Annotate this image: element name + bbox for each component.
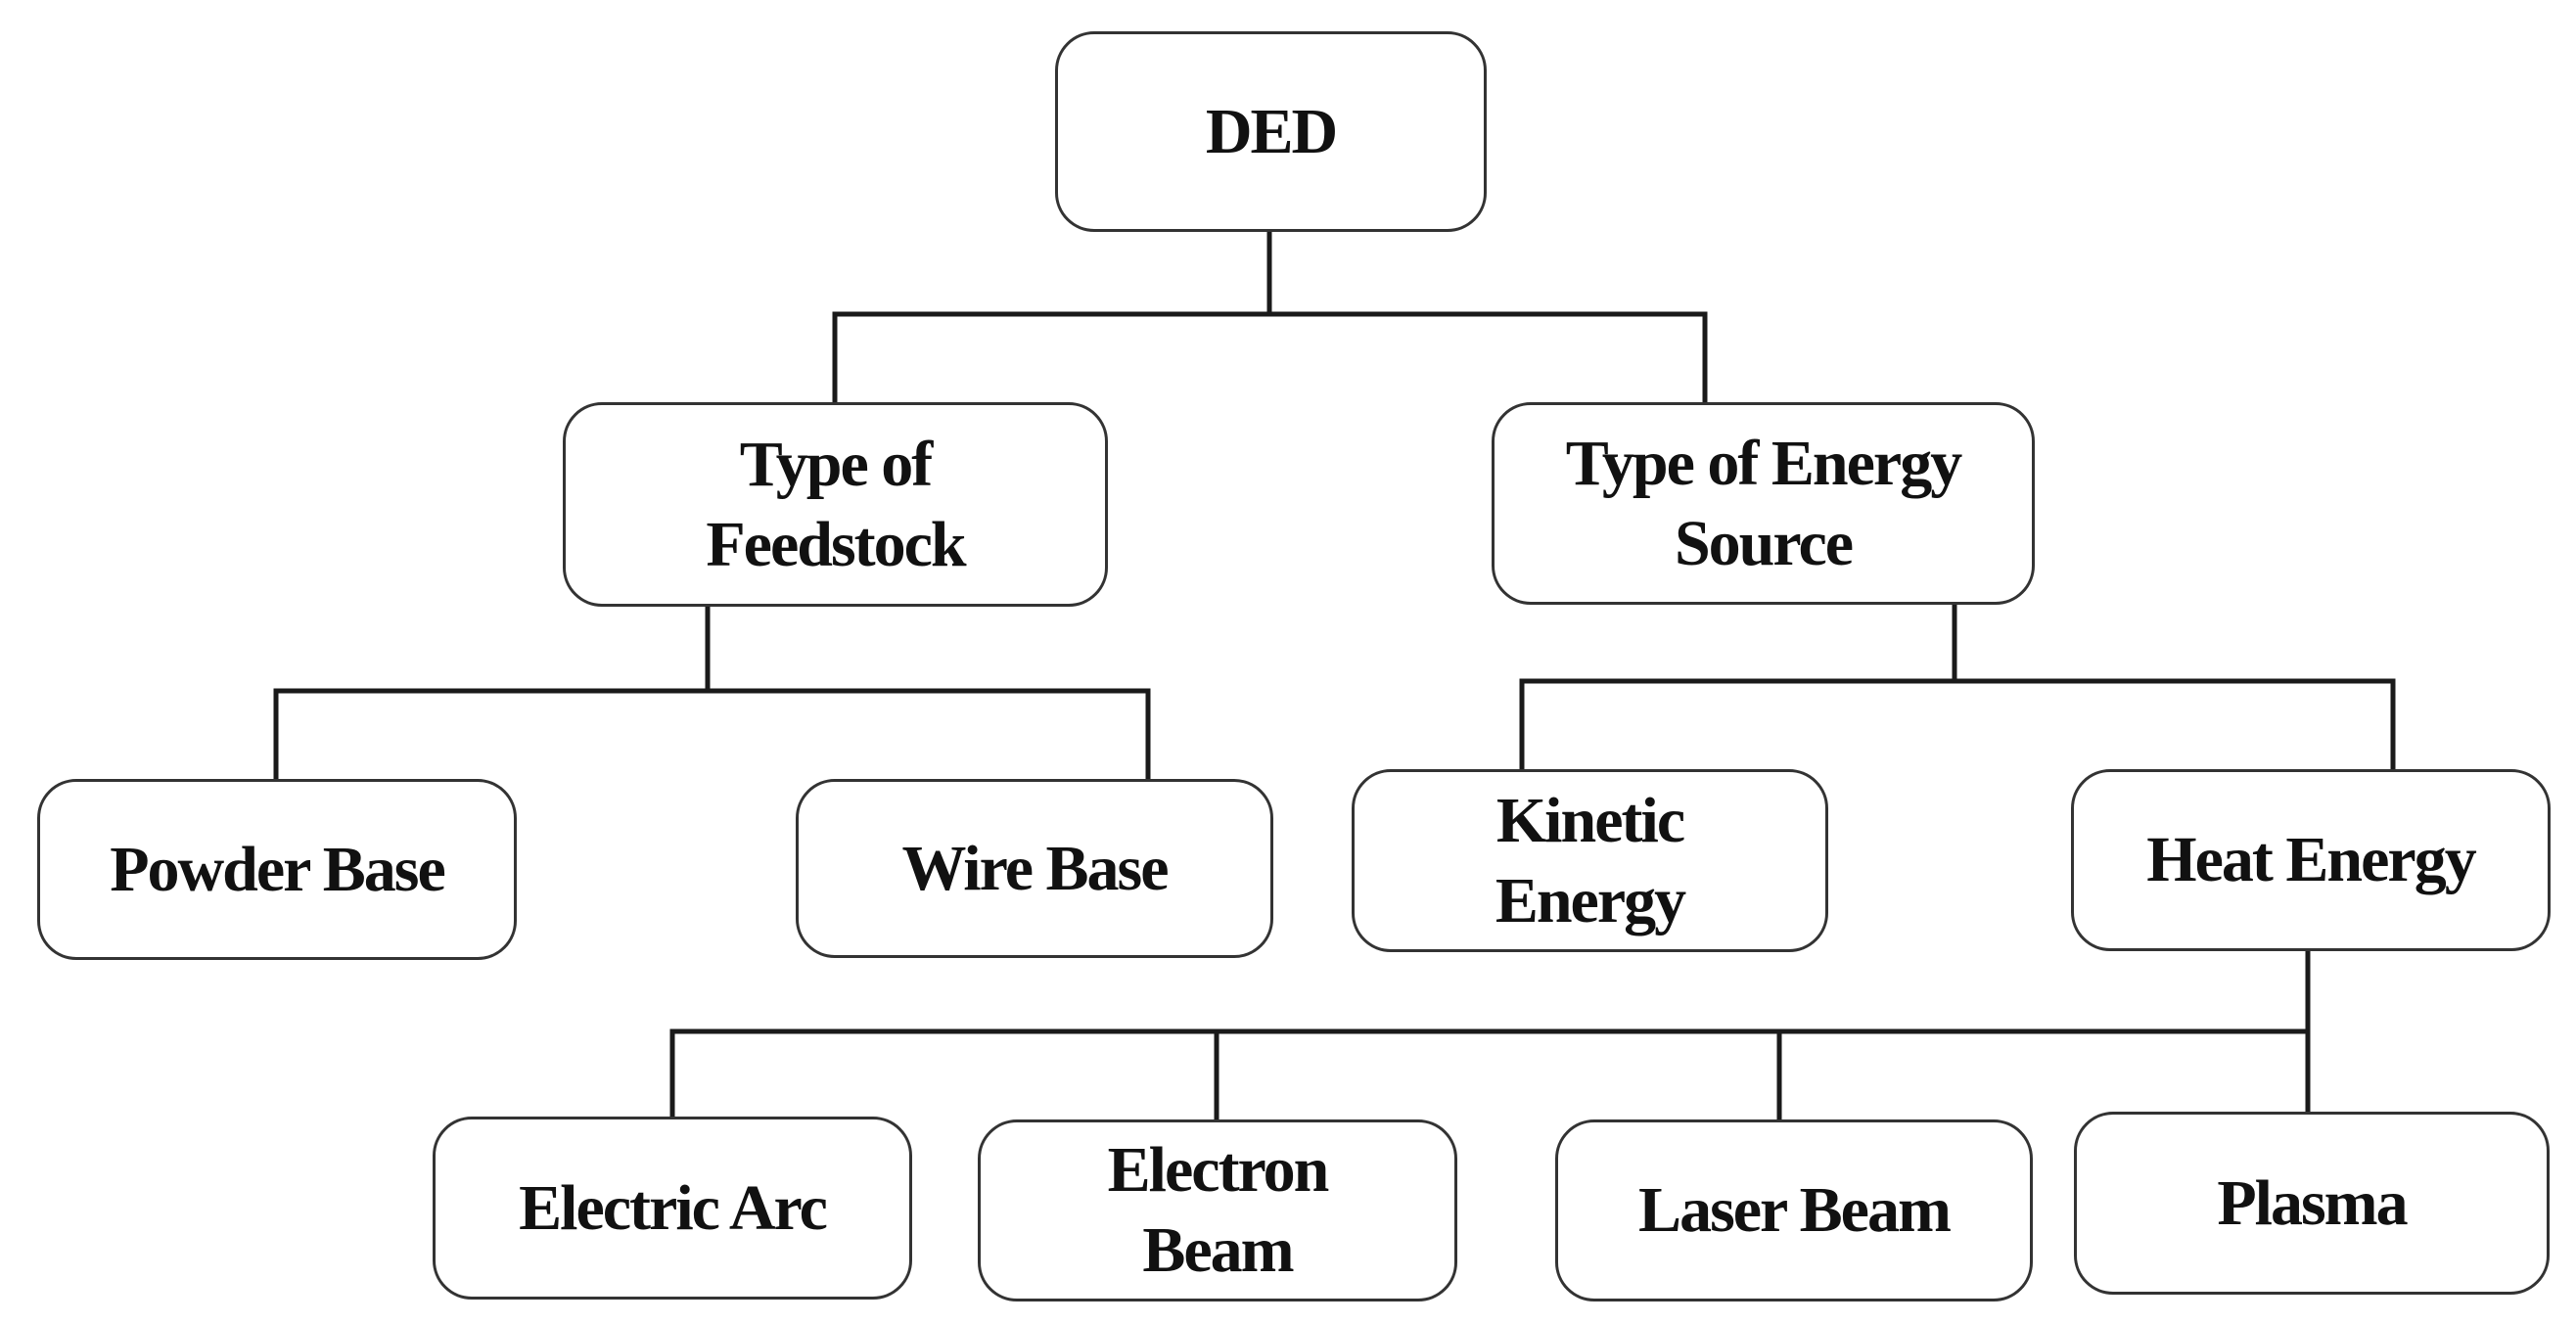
kinetic-energy-node: Kinetic Energy <box>1352 769 1828 952</box>
ded-node: DED <box>1055 31 1487 232</box>
laser-beam-label: Laser Beam <box>1638 1174 1952 1246</box>
type-of-feedstock-label-line1: Type of <box>739 428 934 500</box>
type-of-energy-source-label-line1: Type of Energy <box>1565 427 1962 499</box>
laser-beam-node: Laser Beam <box>1555 1119 2033 1301</box>
plasma-node: Plasma <box>2074 1112 2550 1295</box>
kinetic-energy-label-line2: Energy <box>1495 864 1686 936</box>
type-of-feedstock-node: Type of Feedstock <box>563 402 1108 607</box>
wire-base-label: Wire Base <box>901 832 1169 904</box>
type-of-energy-source-label-line2: Source <box>1674 507 1854 579</box>
type-of-feedstock-label-line2: Feedstock <box>706 508 966 580</box>
powder-base-node: Powder Base <box>37 779 517 960</box>
electric-arc-node: Electric Arc <box>433 1117 912 1300</box>
ded-label: DED <box>1205 95 1338 167</box>
kinetic-energy-label-line1: Kinetic <box>1495 784 1685 856</box>
heat-energy-node: Heat Energy <box>2071 769 2551 951</box>
electron-beam-node: Electron Beam <box>978 1119 1457 1301</box>
wire-base-node: Wire Base <box>796 779 1273 958</box>
electric-arc-label: Electric Arc <box>519 1171 828 1244</box>
type-of-energy-source-node: Type of Energy Source <box>1492 402 2035 605</box>
electron-beam-label-line2: Beam <box>1142 1214 1294 1286</box>
electron-beam-label-line1: Electron <box>1107 1134 1330 1206</box>
plasma-label: Plasma <box>2217 1166 2408 1239</box>
powder-base-label: Powder Base <box>110 833 446 905</box>
heat-energy-label: Heat Energy <box>2146 824 2476 895</box>
